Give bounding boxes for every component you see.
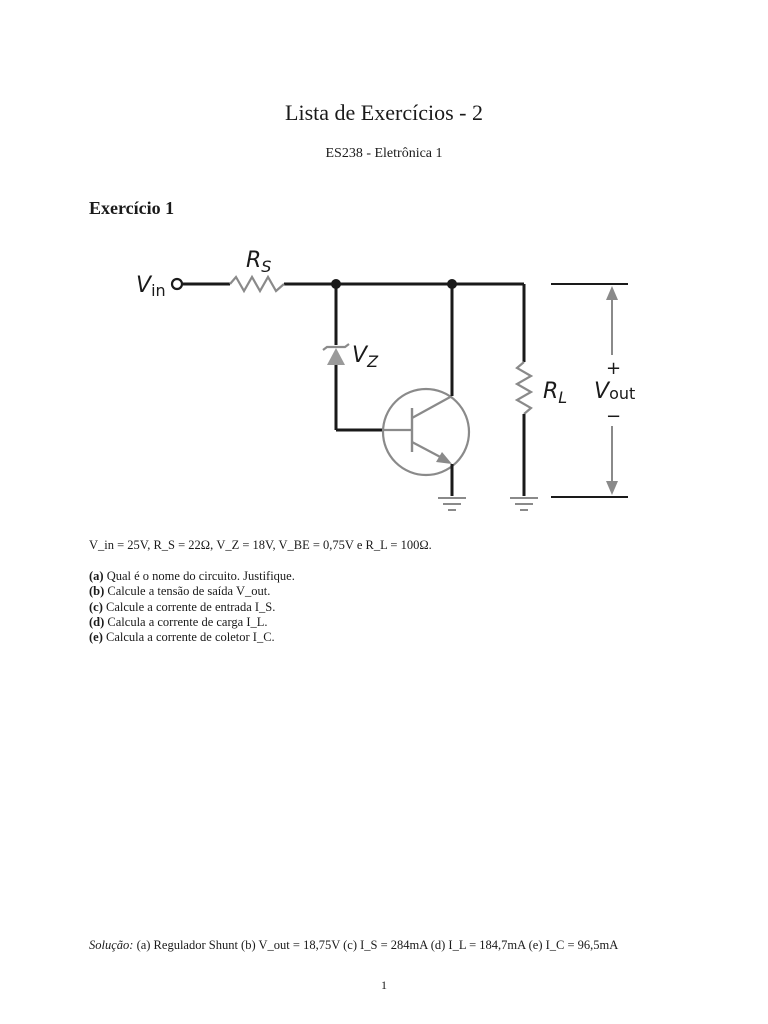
question-list: (a) Qual é o nome do circuito. Justifiqu…: [89, 569, 295, 645]
page-number: 1: [381, 978, 387, 992]
question-item: (e) Calcula a corrente de coletor I_C.: [89, 630, 275, 645]
vout-label: Vout: [594, 379, 635, 404]
vout-arrow-up-head: [606, 286, 618, 300]
rl-label: RL: [543, 379, 567, 407]
document-title: Lista de Exercícios - 2: [285, 100, 483, 125]
vin-terminal: [170, 277, 184, 291]
rl-resistor: [514, 361, 534, 415]
transistor-body: [381, 387, 471, 477]
solution-line: Solução: (a) Regulador Shunt (b) V_out =…: [89, 938, 618, 953]
vout-plus-sign: +: [606, 358, 621, 379]
ground-symbol-load: [510, 497, 538, 511]
solution-label: Solução:: [89, 938, 134, 952]
zener-bar: [322, 343, 350, 351]
solution-text: (a) Regulador Shunt (b) V_out = 18,75V (…: [136, 938, 619, 952]
transistor-collector-lead: [411, 395, 453, 419]
exercise-heading: Exercício 1: [89, 198, 175, 218]
rs-label: RS: [246, 248, 271, 276]
shunt-regulator-circuit-diagram: Vin RS VZ RL + Vout −: [136, 248, 635, 511]
question-item: (b) Calcule a tensão de saída V_out.: [89, 584, 271, 599]
ground-symbol-transistor: [438, 497, 466, 511]
question-item: (d) Calcula a corrente de carga I_L.: [89, 614, 268, 629]
circuit-parameters: V_in = 25V, R_S = 22Ω, V_Z = 18V, V_BE =…: [89, 538, 432, 552]
question-item: (c) Calcule a corrente de entrada I_S.: [89, 599, 276, 614]
document-subtitle: ES238 - Eletrônica 1: [325, 146, 443, 161]
question-item: (a) Qual é o nome do circuito. Justifiqu…: [89, 569, 295, 583]
vout-minus-sign: −: [606, 406, 621, 427]
vz-label: VZ: [352, 343, 379, 371]
zener-diode: [327, 348, 345, 365]
vout-arrow-down-head: [606, 481, 618, 495]
transistor-emitter-arrow: [436, 452, 452, 464]
vin-label: Vin: [136, 273, 166, 300]
rs-resistor: [229, 274, 285, 294]
